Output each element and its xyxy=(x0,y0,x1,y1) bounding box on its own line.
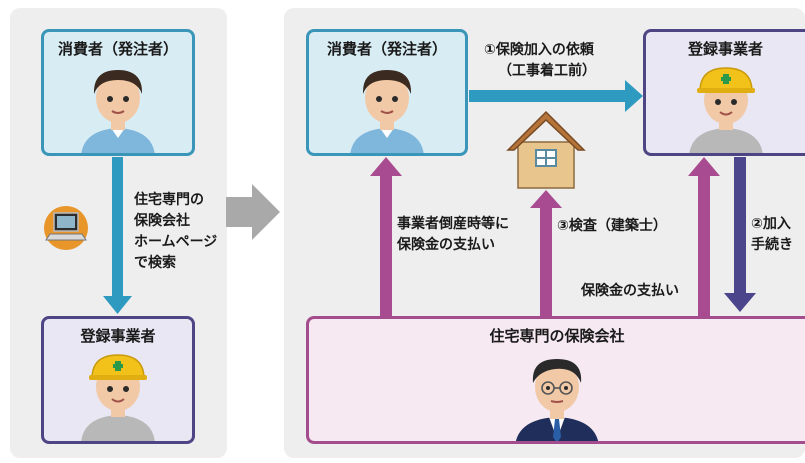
left-contractor-title: 登録事業者 xyxy=(80,327,156,345)
inspection-arrow xyxy=(530,190,562,320)
contractor-person-icon xyxy=(81,354,155,441)
right-contractor-title: 登録事業者 xyxy=(687,40,763,58)
consumer-person-icon xyxy=(81,70,155,153)
contractor-person-icon xyxy=(688,67,763,153)
search-label: 住宅専門の 保険会社 ホームページ で検索 xyxy=(134,192,218,271)
payout-arrow xyxy=(688,157,720,320)
house-icon xyxy=(506,110,586,189)
left-contractor-box: 登録事業者 xyxy=(41,316,195,444)
payout-label: 保険金の支払い xyxy=(581,283,679,299)
consumer-person-icon xyxy=(350,70,424,153)
step3-label: ③検査（建築士） xyxy=(557,218,667,234)
step1-label: ①保険加入の依頼 （工事着工前） xyxy=(484,42,596,79)
transition-arrow xyxy=(226,184,280,240)
insurer-person-icon xyxy=(515,359,599,441)
step2-arrow xyxy=(724,157,756,312)
right-consumer-title: 消費者（発注者） xyxy=(326,40,447,58)
payout-on-bankruptcy-label: 事業者倒産時等に 保険金の支払い xyxy=(397,216,509,253)
left-consumer-box: 消費者（発注者） xyxy=(41,29,195,156)
right-contractor-box: 登録事業者 xyxy=(643,29,805,156)
step1-arrow xyxy=(469,80,643,112)
search-arrow xyxy=(103,157,132,314)
payout-on-bankruptcy-arrow xyxy=(370,157,402,320)
insurer-title: 住宅専門の保険会社 xyxy=(489,327,625,345)
right-consumer-box: 消費者（発注者） xyxy=(306,29,468,156)
left-consumer-title: 消費者（発注者） xyxy=(57,40,178,58)
step2-label: ②加入 手続き xyxy=(751,216,793,253)
laptop-icon xyxy=(44,206,88,250)
insurer-box: 住宅専門の保険会社 xyxy=(306,316,805,444)
